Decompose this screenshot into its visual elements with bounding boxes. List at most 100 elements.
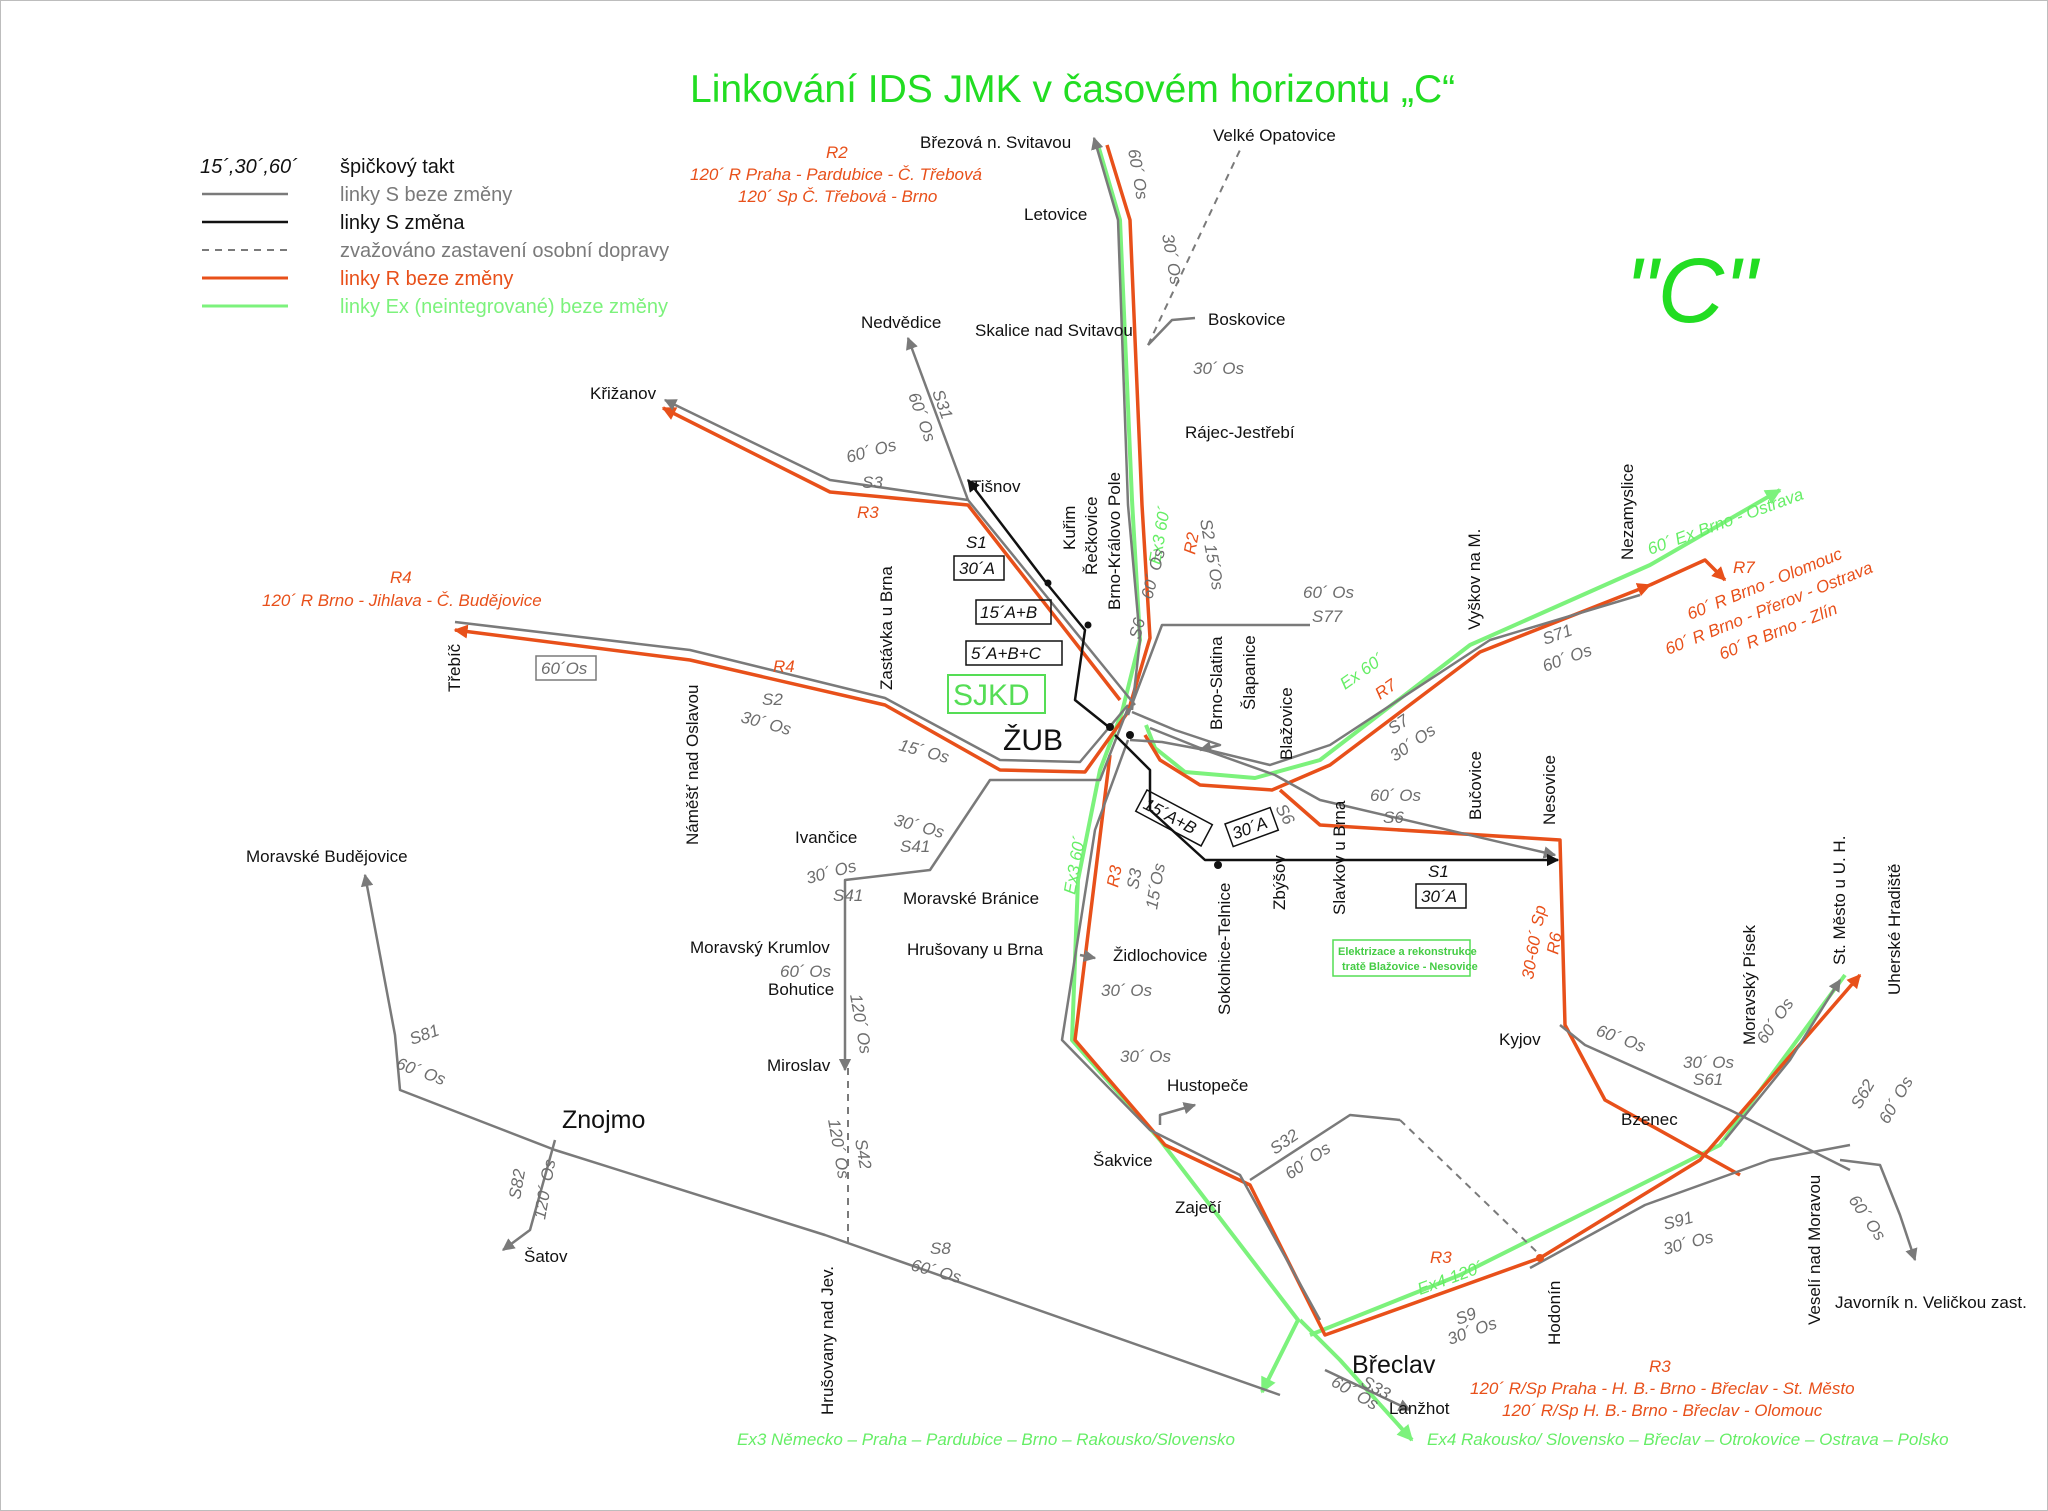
- station-rajec: Rájec-Jestřebí: [1185, 423, 1295, 442]
- station-kralovo-pole: Brno-Královo Pole: [1105, 472, 1124, 610]
- station-lanzhot: Lanžhot: [1389, 1399, 1450, 1418]
- lbl-r3-north: R3: [857, 503, 879, 522]
- r4-head: R4: [390, 568, 412, 587]
- station-miroslav: Miroslav: [767, 1056, 831, 1075]
- r4-desc: 120´ R Brno - Jihlava - Č. Budějovice: [262, 591, 542, 610]
- station-slatina: Brno-Slatina: [1207, 636, 1226, 730]
- station-trebic: Třebíč: [445, 643, 464, 692]
- box-15ab-se: 15´A+B: [1134, 788, 1214, 847]
- lines-grey: [360, 136, 1918, 1412]
- r4-60os-box: [535, 655, 597, 681]
- lbl-s6-60os: 60´ Os: [1138, 546, 1170, 601]
- box-s1-30a: [953, 555, 1005, 581]
- station-reckovice: Řečkovice: [1082, 497, 1101, 575]
- lbl-30a-se: 30´A: [1230, 813, 1270, 843]
- line-r7: [1143, 583, 1652, 792]
- legend-text-dashed: zvažováno zastavení osobní dopravy: [340, 240, 669, 262]
- lbl-r3-south: R3: [1430, 1248, 1452, 1267]
- lbl-s8-60os: 60´ Os: [909, 1256, 964, 1288]
- station-javornik: Javorník n. Veličkou zast.: [1835, 1293, 2027, 1312]
- line-s1-north: [967, 479, 1111, 729]
- line-zidlochovice: [1079, 949, 1097, 962]
- lbl-ex3-mid: Ex3 60´: [1060, 834, 1089, 895]
- junction-hodonin: [1536, 1254, 1544, 1262]
- station-moravske-budejovice: Moravské Budějovice: [246, 847, 408, 866]
- lbl-jav-60os: 60´ Os: [1845, 1191, 1890, 1244]
- line-s6: [1129, 738, 1557, 859]
- line-boskovice: [1147, 316, 1196, 346]
- legend-text-black: linky S změna: [340, 212, 465, 234]
- lbl-zid-30os: 30´ Os: [1101, 981, 1153, 1000]
- lbl-s3-mid: S3: [1123, 866, 1145, 890]
- legend-text-orange: linky R beze změny: [340, 268, 513, 290]
- station-nedvedice: Nedvědice: [861, 313, 941, 332]
- legend-text-takt: špičkový takt: [340, 156, 455, 178]
- lbl-s2-15os: S2 15´Os: [1196, 517, 1227, 592]
- lbl-s6: S6: [1126, 616, 1150, 642]
- line-s82: [501, 1139, 557, 1252]
- box-30a-se-frame: [1224, 806, 1280, 848]
- legend: 15´,30´,60´ špičkový takt linky S beze z…: [200, 156, 669, 318]
- station-mor-pisek: Moravský Písek: [1740, 925, 1759, 1045]
- lbl-s91: S91: [1661, 1208, 1695, 1234]
- line-s81: [360, 873, 1281, 1397]
- station-sokolnice: Sokolnice-Telnice: [1215, 883, 1234, 1015]
- lbl-s2-30os: 30´ Os: [739, 708, 794, 740]
- lbl-s3-15os: 15´Os: [1142, 861, 1169, 910]
- box-30a-se: 30´A: [1224, 806, 1280, 848]
- r3-head: R3: [1649, 1357, 1671, 1376]
- station-satov: Šatov: [524, 1247, 568, 1266]
- line-ex3-north: [1070, 144, 1300, 1394]
- lbl-r6: R6: [1543, 930, 1566, 955]
- elektrizace-line2: tratě Blažovice - Nesovice: [1342, 961, 1478, 973]
- lines-dashed: [847, 149, 1541, 1256]
- station-brezova: Březová n. Svitavou: [920, 133, 1071, 152]
- lbl-s41: S41: [900, 837, 930, 856]
- station-bohutice: Bohutice: [768, 980, 834, 999]
- station-breclav: Břeclav: [1352, 1351, 1436, 1379]
- station-uh-hradiste: Uherské Hradiště: [1885, 864, 1904, 995]
- line-r2: [1105, 144, 1152, 713]
- lbl-s81: S81: [407, 1021, 442, 1049]
- line-s2-west: [454, 620, 1129, 764]
- line-s31: [906, 336, 970, 501]
- station-slavkov: Slavkov u Brna: [1330, 800, 1349, 915]
- station-velke-opatovice: Velké Opatovice: [1213, 126, 1336, 145]
- box-s1-30a-east: [1415, 883, 1467, 909]
- r2-desc1: 120´ R Praha - Pardubice - Č. Třebová: [690, 165, 982, 184]
- r2-desc2: 120´ Sp Č. Třebová - Brno: [738, 187, 937, 206]
- line-ex-ostrava: [1144, 488, 1782, 780]
- line-s62: [1724, 978, 1842, 1141]
- lbl-pisek-60os: 60´ Os: [1753, 994, 1798, 1047]
- lbl-s8: S8: [930, 1239, 951, 1258]
- station-zajeci: Zaječí: [1175, 1198, 1222, 1217]
- station-hodonin: Hodonín: [1545, 1281, 1564, 1345]
- lbl-s6-east: S6: [1383, 808, 1404, 827]
- lbl-kyjov-60os: 60´ Os: [1594, 1021, 1649, 1056]
- line-ex4-east: [1309, 973, 1847, 1337]
- line-s62-javornik: [1839, 1158, 1918, 1262]
- junction-zub-b: [1126, 731, 1134, 739]
- station-nezamyslice: Nezamyslice: [1618, 464, 1637, 560]
- dashed-s32: [1399, 1119, 1541, 1256]
- lbl-s61: S61: [1693, 1070, 1723, 1089]
- lbl-r3-mid: R3: [1103, 863, 1126, 888]
- ex-brno-ostrava: 60´ Ex Brno - Ostrava: [1645, 485, 1806, 559]
- lbl-15ab-se: 15´A+B: [1140, 795, 1199, 839]
- legend-text-green: linky Ex (neintegrované) beze změny: [340, 296, 668, 318]
- line-s91: [1529, 1143, 1851, 1270]
- hub-zub: ŽUB: [1003, 724, 1063, 757]
- lbl-hust-30os: 30´ Os: [1120, 1047, 1172, 1066]
- station-veseli: Veselí nad Moravou: [1805, 1175, 1824, 1325]
- station-kyjov: Kyjov: [1499, 1030, 1541, 1049]
- r3-desc1: 120´ R/Sp Praha - H. B.- Brno - Břeclav …: [1470, 1379, 1855, 1398]
- lbl-s1: S1: [966, 533, 987, 552]
- station-labels: Březová n. Svitavou Velké Opatovice Leto…: [246, 126, 2027, 1418]
- line-s41: [838, 707, 1130, 1072]
- station-vyskov: Vyškov na M.: [1465, 529, 1484, 630]
- lbl-s41b: S41: [833, 886, 863, 905]
- station-moravske-branice: Moravské Bránice: [903, 889, 1039, 908]
- station-tisnov: Tišnov: [971, 477, 1021, 496]
- lbl-r2: R2: [1180, 530, 1203, 555]
- hub-sjkd: SJKD: [953, 679, 1030, 712]
